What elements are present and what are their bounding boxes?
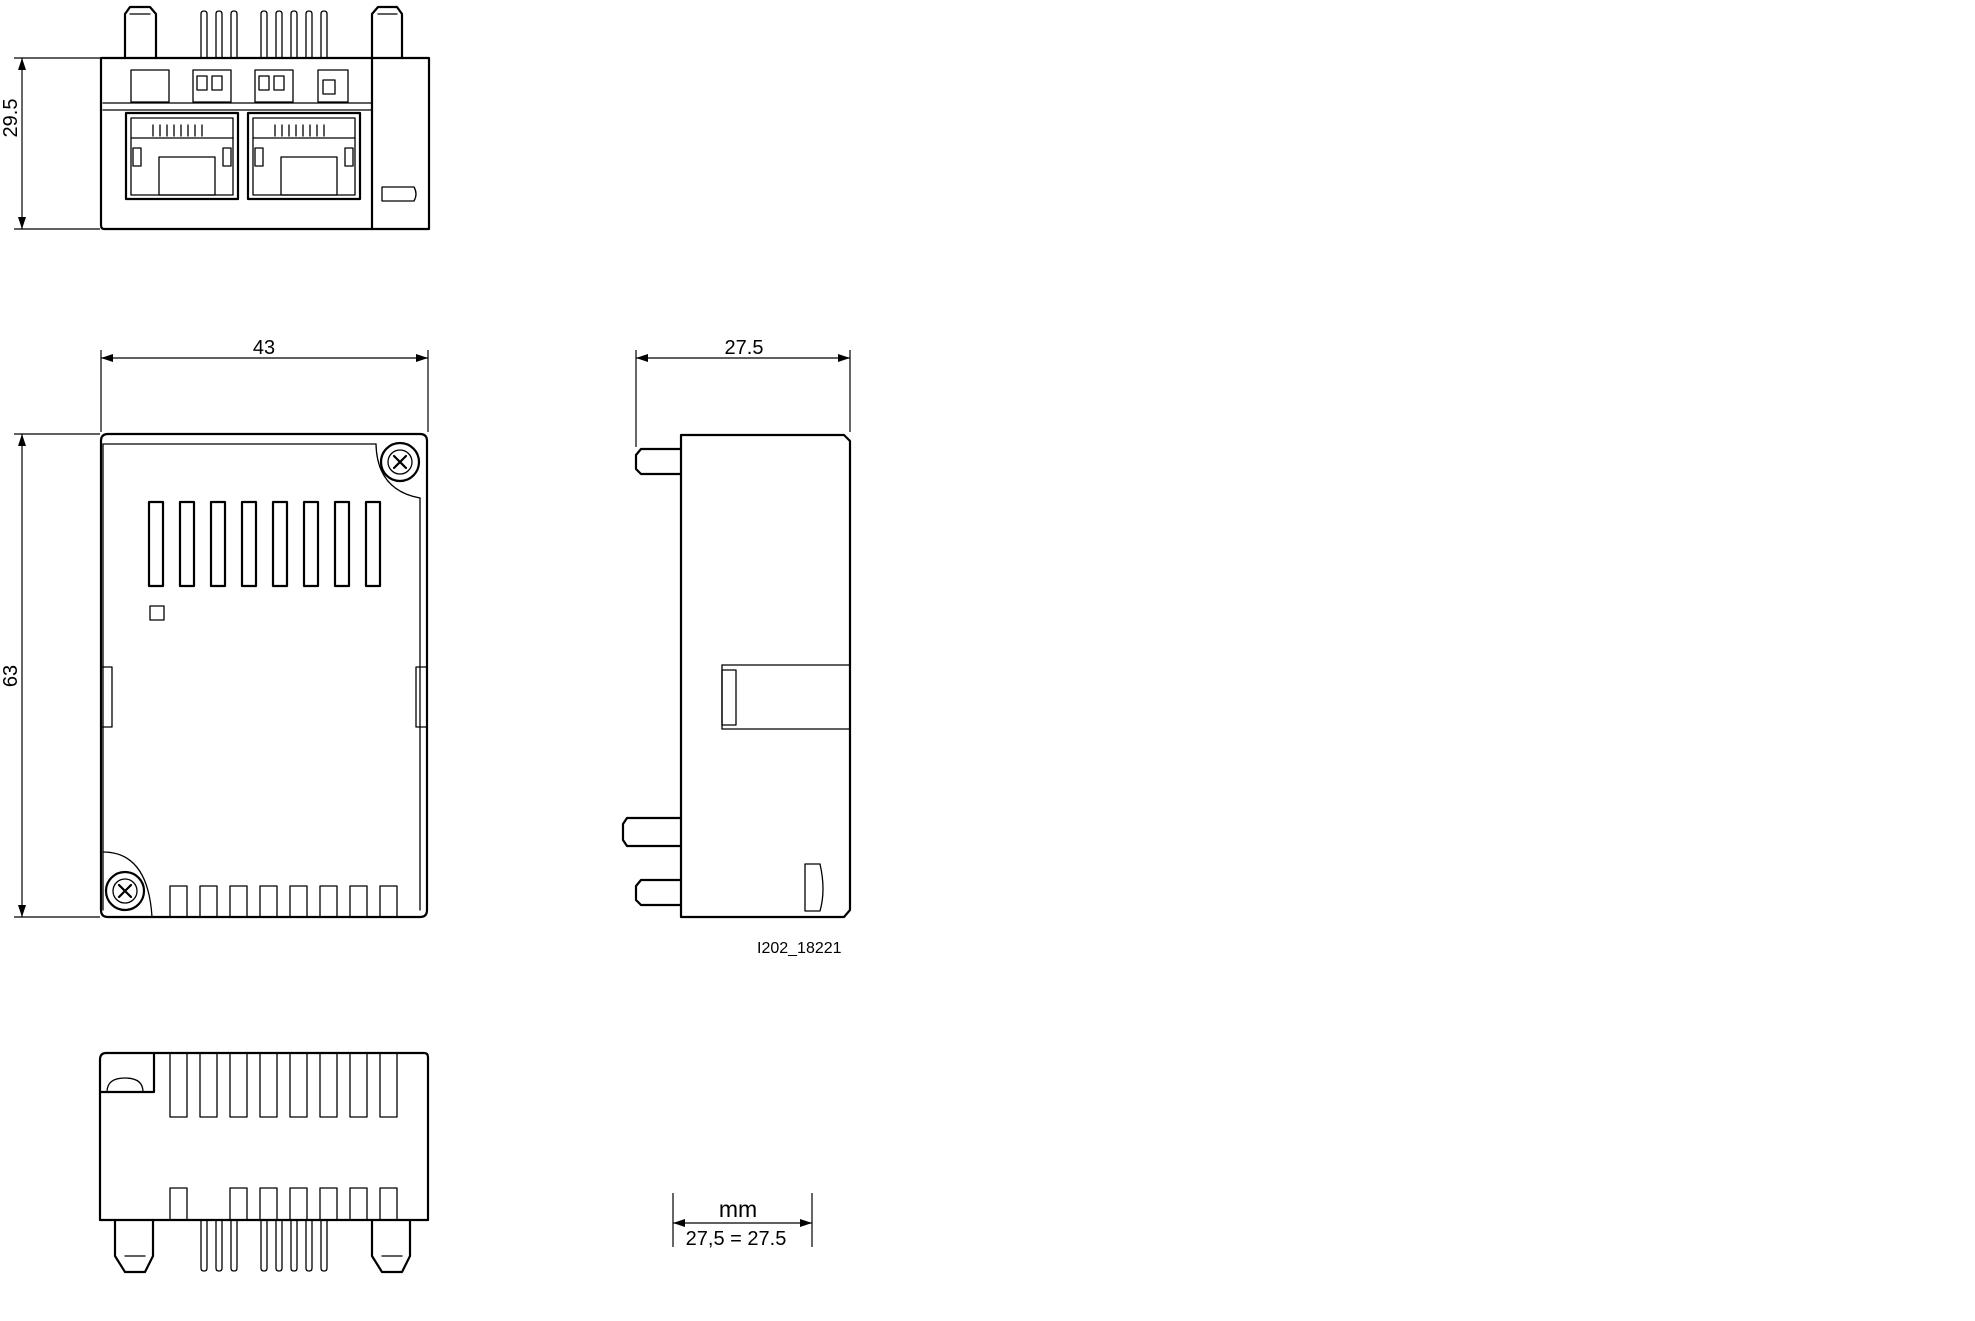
rj45-port-2 [246, 111, 362, 201]
top-height-label: 63 [0, 665, 22, 687]
side-width-dimension: 27.5 [635, 337, 851, 447]
unit-example: 27,5 = 27.5 [686, 1228, 787, 1250]
bottom-view [98, 1051, 430, 1274]
bottom-pins [200, 1219, 328, 1272]
side-view [621, 433, 852, 919]
lower-slots [169, 1187, 398, 1221]
upper-slots [169, 1052, 398, 1118]
front-height-label: 29.5 [0, 99, 22, 138]
front-view [99, 5, 431, 231]
rj45-port-1 [124, 111, 240, 201]
top-view [99, 432, 429, 919]
top-width-label: 43 [253, 337, 275, 359]
drawing-id: I202_18221 [757, 940, 842, 957]
top-height-dimension: 63 [0, 433, 100, 918]
front-pins [200, 10, 328, 59]
unit-legend: mm 27,5 = 27.5 [672, 1193, 813, 1250]
side-width-label: 27.5 [725, 337, 764, 359]
screw-icon [102, 851, 153, 918]
unit-label: mm [719, 1196, 757, 1222]
front-height-dimension: 29.5 [0, 57, 100, 230]
bottom-teeth [169, 885, 398, 918]
screw-icon [379, 441, 421, 483]
top-width-dimension: 43 [100, 337, 429, 432]
led-window-row [147, 500, 382, 588]
